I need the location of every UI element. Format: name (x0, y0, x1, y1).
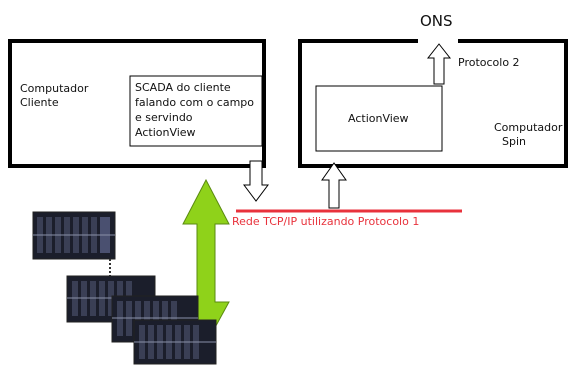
plc-rack-4 (133, 319, 217, 365)
actionview-box (315, 85, 443, 152)
scada-label-line4: ActionView (135, 126, 196, 139)
network-label: Rede TCP/IP utilizando Protocolo 1 (232, 215, 420, 228)
spin-computer-label: Computador Spin (494, 121, 562, 149)
scada-box (129, 75, 263, 147)
scada-label: SCADA do cliente falando com o campo e s… (135, 80, 254, 140)
protocol2-arrow (426, 43, 452, 85)
ons-label: ONS (420, 12, 453, 30)
scada-label-line2: falando com o campo (135, 96, 255, 109)
client-computer-label-line2: Cliente (20, 96, 59, 109)
scada-label-line1: SCADA do cliente (135, 81, 231, 94)
scada-label-line3: e servindo (135, 111, 193, 124)
client-computer-label-line1: Computador (20, 82, 89, 95)
spin-up-arrow (321, 162, 347, 209)
plc-rack-1 (32, 211, 116, 260)
client-computer-label: Computador Cliente (20, 82, 88, 110)
actionview-label: ActionView (348, 112, 409, 125)
spin-computer-label-line1: Computador (494, 121, 563, 134)
protocol2-label: Protocolo 2 (458, 56, 520, 69)
client-down-arrow (243, 160, 269, 202)
spin-computer-label-line2: Spin (502, 135, 526, 148)
